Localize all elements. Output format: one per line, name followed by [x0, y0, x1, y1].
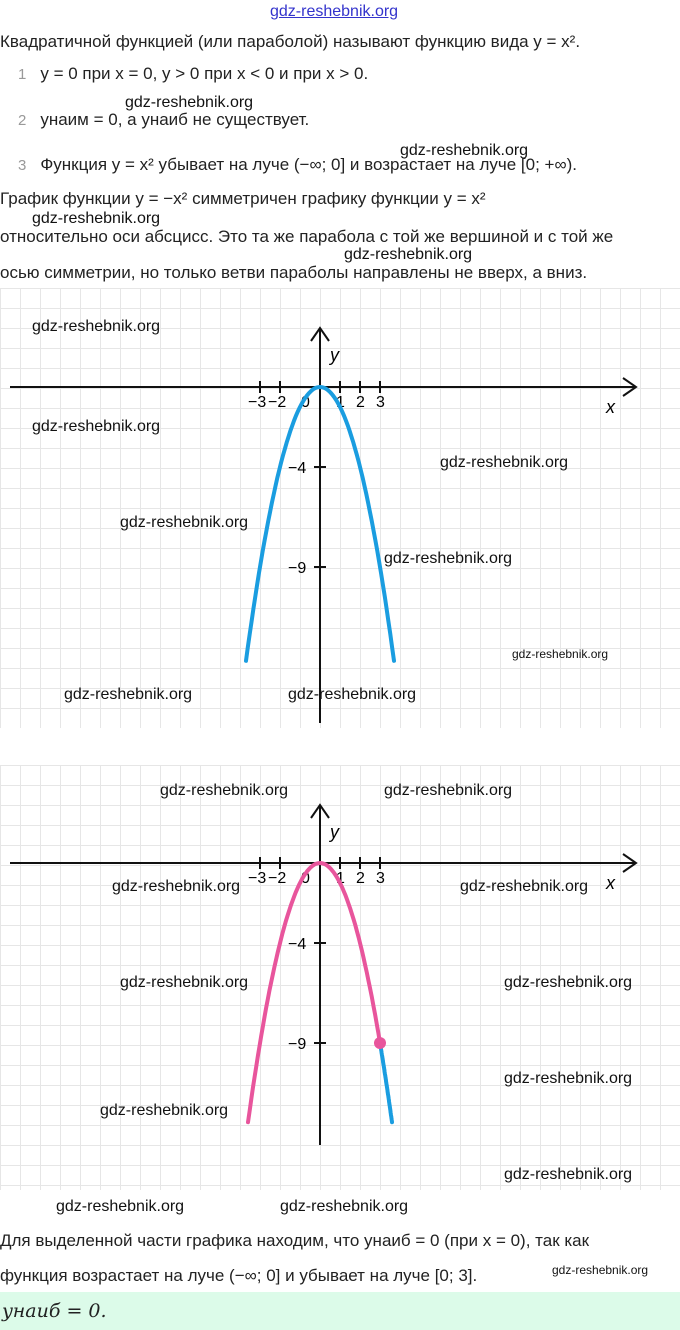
- watermark: gdz-reshebnik.org: [504, 974, 633, 991]
- x-tick-label: −3: [248, 394, 266, 411]
- y-tick-label: −9: [288, 1036, 306, 1053]
- watermark: gdz-reshebnik.org: [120, 514, 249, 531]
- x-tick-label: 3: [376, 870, 385, 887]
- list-item: 1 y = 0 при x = 0, y > 0 при x < 0 и при …: [18, 64, 368, 84]
- x-tick-label: 0: [301, 394, 310, 411]
- y-tick-label: −4: [288, 460, 306, 477]
- watermark: gdz-reshebnik.org: [400, 142, 529, 159]
- watermark: gdz-reshebnik.org: [32, 318, 161, 335]
- watermark: gdz-reshebnik.org: [64, 686, 193, 703]
- x-tick-label: 1: [336, 870, 345, 887]
- item-text: Функция y = x² убывает на луче (−∞; 0] и…: [40, 155, 577, 174]
- watermark: gdz-reshebnik.org: [125, 94, 254, 111]
- watermark: gdz-reshebnik.org: [504, 1166, 633, 1183]
- x-tick-label: 0: [301, 870, 310, 887]
- item-number: 3: [18, 157, 27, 174]
- paragraph: График функции y = −x² симметричен графи…: [0, 189, 486, 208]
- watermark: gdz-reshebnik.org: [100, 1102, 229, 1119]
- item-number: 2: [18, 112, 27, 129]
- watermark: gdz-reshebnik.org: [32, 418, 161, 435]
- paragraph: осью симметрии, но только ветви параболы…: [0, 263, 588, 282]
- x-tick-label: 2: [356, 394, 365, 411]
- y-tick-label: −9: [288, 560, 306, 577]
- parabola-yx2: [244, 384, 396, 663]
- watermark: gdz-reshebnik.org: [112, 878, 241, 895]
- list-item: 2 yнаим = 0, а yнаиб не существует.: [18, 110, 309, 130]
- watermark: gdz-reshebnik.org: [512, 647, 609, 661]
- x-axis-label: x: [605, 873, 616, 893]
- y-axis-label: y: [328, 345, 340, 365]
- answer-text: yнаиб = 0.: [2, 1300, 107, 1322]
- x-tick-label: −2: [268, 870, 286, 887]
- parabola-rest: [378, 1041, 394, 1125]
- watermark: gdz-reshebnik.org: [160, 782, 289, 799]
- watermark: gdz-reshebnik.org: [384, 782, 513, 799]
- list-item: 3 Функция y = x² убывает на луче (−∞; 0] …: [18, 155, 577, 175]
- watermark: gdz-reshebnik.org: [440, 454, 569, 471]
- conclusion-text: функция возрастает на луче (−∞; 0] и убы…: [0, 1266, 478, 1285]
- highlight-point: [374, 1037, 386, 1049]
- x-tick-label: 1: [336, 394, 345, 411]
- y-axis-label: y: [328, 822, 340, 842]
- watermark: gdz-reshebnik.org: [552, 1263, 649, 1277]
- x-tick-label: 2: [356, 870, 365, 887]
- watermark: gdz-reshebnik.org: [384, 550, 513, 567]
- watermark: gdz-reshebnik.org: [504, 1070, 633, 1087]
- watermark: gdz-reshebnik.org: [280, 1198, 409, 1215]
- watermark: gdz-reshebnik.org: [120, 974, 249, 991]
- watermark: gdz-reshebnik.org: [288, 686, 417, 703]
- watermark-link[interactable]: gdz-reshebnik.org: [270, 3, 399, 20]
- x-tick-label: −3: [248, 870, 266, 887]
- item-text: yнаим = 0, а yнаиб не существует.: [40, 110, 310, 129]
- watermark: gdz-reshebnik.org: [460, 878, 589, 895]
- item-text: y = 0 при x = 0, y > 0 при x < 0 и при x…: [40, 64, 369, 83]
- item-number: 1: [18, 66, 27, 83]
- watermark: gdz-reshebnik.org: [56, 1198, 185, 1215]
- x-axis-label: x: [605, 397, 616, 417]
- x-tick-label: −2: [268, 394, 286, 411]
- watermark: gdz-reshebnik.org: [32, 210, 161, 227]
- intro-text: Квадратичной функцией (или параболой) на…: [0, 32, 581, 51]
- conclusion-text: Для выделенной части графика находим, чт…: [0, 1231, 590, 1250]
- x-tick-label: 3: [376, 394, 385, 411]
- answer-box: yнаиб = 0.: [0, 1292, 680, 1330]
- y-tick-label: −4: [288, 936, 306, 953]
- x-axis-arrow: [622, 377, 638, 397]
- y-axis-arrow: [310, 803, 330, 819]
- paragraph: относительно оси абсцисс. Это та же пара…: [0, 227, 614, 246]
- parabola-highlighted: [246, 860, 382, 1125]
- x-axis-arrow: [622, 853, 638, 873]
- watermark: gdz-reshebnik.org: [344, 246, 473, 263]
- y-axis-arrow: [310, 326, 330, 342]
